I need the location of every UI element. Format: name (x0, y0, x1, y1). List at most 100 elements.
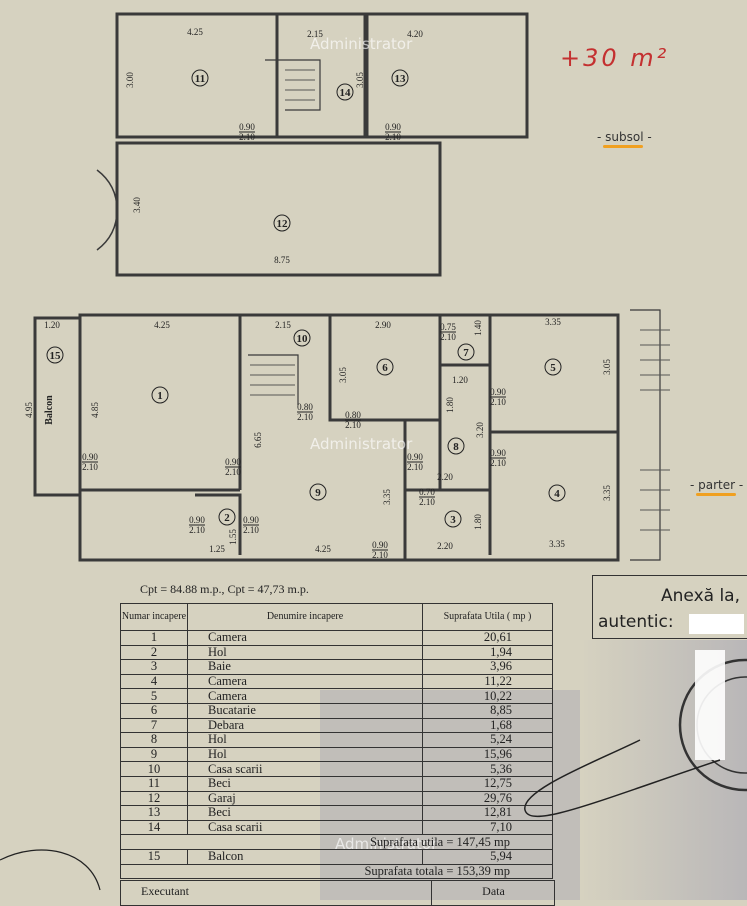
door-height: 2.10 (239, 132, 255, 142)
room-number-circle (46, 346, 64, 364)
room-number: 4 (554, 488, 560, 500)
room-area-cell: 5,94 (422, 848, 553, 865)
door-width: 0.90 (225, 457, 241, 467)
dimension: 4.20 (407, 29, 423, 39)
room-number-circle (447, 437, 465, 455)
room-area-cell: 15,96 (422, 746, 553, 763)
door-width: 0.90 (490, 448, 506, 458)
room-area-cell: 5,24 (422, 732, 553, 748)
dimension: 2.20 (437, 472, 453, 482)
room-number-circle (336, 83, 354, 101)
room-name-cell: Beci (187, 775, 423, 792)
door-width: 0.90 (243, 515, 259, 525)
subsol-title-text: - subsol - (597, 130, 652, 144)
door-height: 2.10 (189, 525, 205, 535)
door-height: 2.10 (297, 412, 313, 422)
room-number-circle (376, 358, 394, 376)
room-name-cell: Camera (187, 688, 423, 704)
room-number: 13 (395, 73, 407, 85)
room-number-cell: 5 (120, 688, 188, 704)
dimension: 3.35 (549, 539, 565, 549)
room-number: 1 (157, 390, 163, 402)
watermark: Administrator (310, 35, 413, 53)
room-number: 14 (340, 87, 352, 99)
subtotal-cell: Suprafata utila = 147,45 mp (120, 834, 553, 850)
parter-title: - parter - (690, 478, 743, 496)
door-width: 0.90 (385, 122, 401, 132)
dimension: 4.25 (187, 27, 203, 37)
dimension: 3.40 (132, 197, 142, 213)
door-height: 2.10 (345, 420, 361, 430)
room-number-circle (191, 69, 209, 87)
door-height: 2.10 (225, 467, 241, 477)
room-number-circle (293, 329, 311, 347)
subtotal-row: Suprafata utila = 147,45 mp (120, 834, 553, 850)
room-number-cell: 11 (120, 775, 188, 792)
dimension: 3.35 (382, 489, 392, 505)
executant-row: Executant Data (120, 880, 555, 906)
door-width: 0.75 (440, 322, 456, 332)
room-number-cell: 7 (120, 717, 188, 734)
room-number: 2 (224, 512, 230, 524)
room-area-cell: 8,85 (422, 702, 553, 719)
dimension: 4.25 (154, 320, 170, 330)
dimension: 4.85 (90, 402, 100, 418)
header-area: Suprafata Utila ( mp ) (422, 603, 553, 631)
room-number-cell: 15 (120, 848, 188, 865)
dimension: 4.25 (315, 544, 331, 554)
room-area-cell: 12,81 (422, 805, 553, 821)
room-area-cell: 10,22 (422, 688, 553, 704)
room-number-cell: 9 (120, 746, 188, 763)
room-number: 15 (50, 350, 62, 362)
dimension: 1.80 (473, 514, 483, 530)
dimension: 2.20 (437, 541, 453, 551)
room-number-circle (391, 69, 409, 87)
door-width: 0.90 (82, 452, 98, 462)
dimension: 3.35 (545, 317, 561, 327)
room-number-circle (544, 358, 562, 376)
subsol-title: - subsol - (597, 130, 652, 148)
door-height: 2.10 (440, 332, 456, 342)
room-number-cell: 1 (120, 630, 188, 646)
room-number-circle (151, 386, 169, 404)
room-name-cell: Hol (187, 732, 423, 748)
table-header: Numar incapere Denumire incapere Suprafa… (120, 603, 553, 631)
total-cell: Suprafata totala = 153,39 mp (120, 863, 553, 880)
header-number: Numar incapere (120, 603, 188, 631)
dimension: 1.20 (44, 320, 60, 330)
room-number: 11 (195, 73, 205, 85)
door-width: 0.80 (345, 410, 361, 420)
dimension: 3.35 (602, 485, 612, 501)
redaction (689, 614, 744, 634)
dimension: 8.75 (274, 255, 290, 265)
dimension: 2.90 (375, 320, 391, 330)
room-name-cell: Hol (187, 746, 423, 763)
dimension: 3.00 (125, 72, 135, 88)
annex-line2: autentic: (598, 612, 674, 632)
room-number-cell: 6 (120, 702, 188, 719)
room-number-cell: 3 (120, 659, 188, 675)
annex-line1: Anexă la, (661, 586, 740, 606)
room-number: 12 (277, 218, 289, 230)
rooms-table: Numar incapere Denumire incapere Suprafa… (120, 603, 553, 880)
room-number: 7 (463, 347, 469, 359)
header-name: Denumire incapere (187, 603, 423, 631)
room-number-cell: 14 (120, 819, 188, 836)
room-number-circle (457, 343, 475, 361)
room-area-cell: 3,96 (422, 659, 553, 675)
room-name-cell: Hol (187, 644, 423, 661)
room-number-cell: 13 (120, 805, 188, 821)
room-area-cell: 1,94 (422, 644, 553, 661)
room-name-cell: Debara (187, 717, 423, 734)
subsol-walls (33, 12, 661, 562)
